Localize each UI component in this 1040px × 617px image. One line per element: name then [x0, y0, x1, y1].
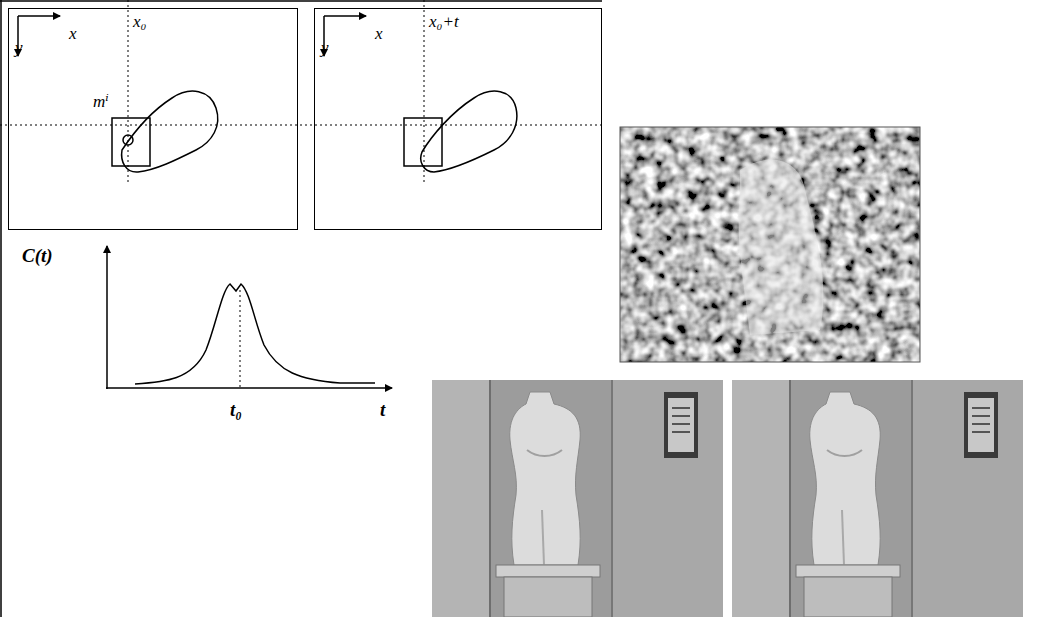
- disparity-map: [620, 127, 920, 362]
- axis-label: y: [15, 39, 23, 58]
- guide-lines: [0, 0, 604, 185]
- coordinate-label: x₀: [133, 13, 146, 32]
- axis-label: y: [321, 39, 329, 58]
- axis-label: t: [380, 400, 385, 421]
- axis-label: x: [69, 25, 77, 44]
- axis-label: x: [375, 25, 383, 44]
- stereo-photo-right: [732, 380, 1023, 617]
- image-frame: x x₀+t y: [314, 8, 602, 230]
- correlation-plot: [106, 246, 392, 389]
- image-frame: x x₀ y mⁱ: [8, 8, 298, 230]
- axis-label: C(t): [22, 246, 53, 267]
- coordinate-label: x₀+t: [429, 13, 459, 32]
- stereo-photo-left: [432, 380, 723, 617]
- point-label: mⁱ: [93, 93, 109, 112]
- peak-label: t₀: [230, 400, 242, 421]
